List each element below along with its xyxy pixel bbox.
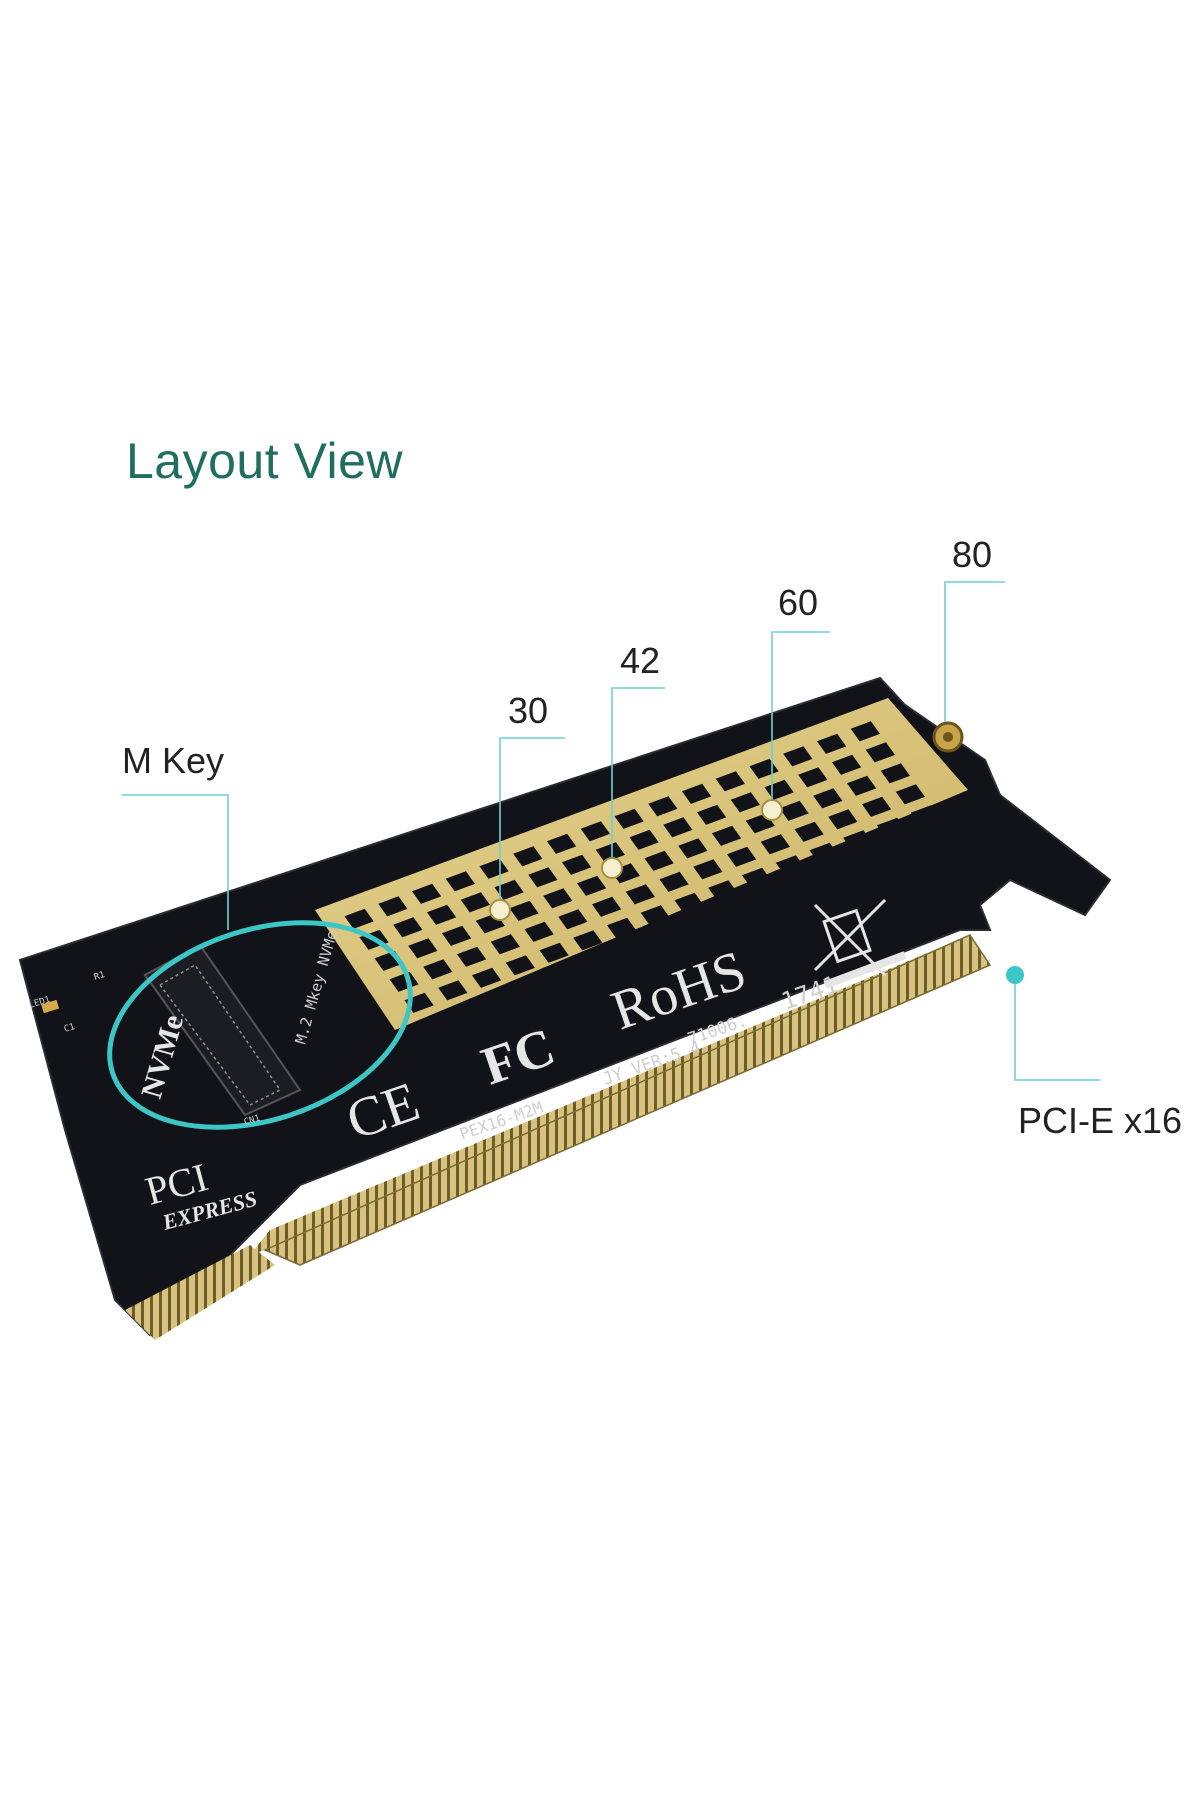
pad-cell <box>393 917 423 938</box>
pad-grid <box>344 721 940 1013</box>
r1-mark: R1 <box>93 970 106 983</box>
pad-cell <box>696 804 727 825</box>
pad-cell <box>876 817 907 838</box>
pad-cell <box>423 959 453 980</box>
pad-cell <box>629 829 659 850</box>
pcie-label: PCI-E x16 <box>1018 1100 1183 1141</box>
pad-cell <box>509 900 539 921</box>
pad-cell <box>846 775 877 796</box>
pad-cell <box>681 783 712 804</box>
led-component <box>41 999 60 1014</box>
pad-cell <box>783 746 813 767</box>
pad-cell <box>576 875 607 896</box>
callout-line-60 <box>771 631 830 805</box>
pad-cell <box>741 867 772 888</box>
pad-cell <box>460 892 490 913</box>
size-30-label: 30 <box>508 690 549 731</box>
pad-cell <box>711 825 742 846</box>
pad-cell <box>715 771 745 792</box>
pad-cell <box>445 871 475 892</box>
pad-cell <box>640 905 670 926</box>
pad-cell <box>760 834 790 855</box>
pad-cell <box>456 946 487 967</box>
pad-cell <box>726 846 757 867</box>
pad-cell <box>411 883 442 904</box>
size-80-label: 80 <box>952 534 993 575</box>
gold-fingers-short <box>125 1245 275 1340</box>
size-60-label: 60 <box>778 582 819 623</box>
pad-cell <box>558 909 588 930</box>
c1-mark: C1 <box>63 1022 76 1035</box>
pad-cell <box>828 809 858 830</box>
weee-icon <box>813 898 907 989</box>
pad-cell <box>850 721 880 742</box>
pad-cell <box>843 830 873 851</box>
pad-cell <box>831 754 862 775</box>
hole-60 <box>761 799 783 821</box>
pad-cell <box>494 879 524 900</box>
pad-cell <box>513 846 543 867</box>
pad-cell <box>595 842 625 863</box>
pad-cell <box>539 942 569 963</box>
pad-cell <box>606 917 637 938</box>
pad-cell <box>546 833 577 854</box>
gold-fingers <box>250 935 990 1265</box>
mkey-highlight-ring <box>107 920 413 1130</box>
callout-line-mkey <box>122 794 229 930</box>
pad-cell <box>813 788 843 809</box>
hole-42 <box>601 857 623 879</box>
pad-cell <box>505 955 535 976</box>
pad-cell <box>910 805 940 826</box>
pad-cell <box>490 934 520 955</box>
pad-cell <box>591 896 622 917</box>
pad-cell <box>441 925 472 946</box>
pad-cell <box>438 980 468 1001</box>
pad-cell <box>794 821 824 842</box>
pad-cell <box>408 938 438 959</box>
pad-cell <box>895 784 925 805</box>
pad-cell <box>528 867 558 888</box>
pad-cell <box>625 884 655 905</box>
pad-cell <box>708 880 738 901</box>
pad-cell <box>543 888 573 909</box>
pad-cell <box>674 892 704 913</box>
pad-cell <box>580 821 610 842</box>
callout-line-42 <box>611 687 665 862</box>
callout-line-80 <box>944 581 1005 722</box>
pad-cell <box>730 792 760 813</box>
size-42-label: 42 <box>620 640 661 681</box>
pad-cell <box>659 871 689 892</box>
hole-30 <box>489 899 511 921</box>
mkey-label: M Key <box>122 740 225 781</box>
pad-cell <box>378 896 408 917</box>
pad-cell <box>798 767 828 788</box>
pad-cell <box>648 796 678 817</box>
pad-cell <box>880 763 910 784</box>
pad-cell <box>561 854 592 875</box>
pad-cell <box>678 838 708 859</box>
pad-cell <box>614 808 644 829</box>
pad-cell <box>861 796 892 817</box>
pad-cell <box>573 930 603 951</box>
pad-cell <box>816 733 847 754</box>
pad-cell <box>644 850 674 871</box>
pad-cell <box>809 842 839 863</box>
pad-cell <box>779 800 809 821</box>
pad-cell <box>865 742 895 763</box>
cn1-mark: CN1 <box>243 1114 261 1128</box>
callout-line-pcie <box>1014 975 1100 1081</box>
page-title: Layout View <box>126 433 403 489</box>
pad-cell <box>426 904 457 925</box>
pad-cell <box>471 967 502 988</box>
pad-cell <box>663 817 693 838</box>
pad-cell <box>693 859 723 880</box>
pad-cell <box>524 921 554 942</box>
pad-cell <box>775 855 805 876</box>
callout-line-30 <box>499 737 565 902</box>
pad-cell <box>344 908 374 929</box>
pad-cell <box>479 858 509 879</box>
pcie-callout-dot <box>1006 966 1024 984</box>
